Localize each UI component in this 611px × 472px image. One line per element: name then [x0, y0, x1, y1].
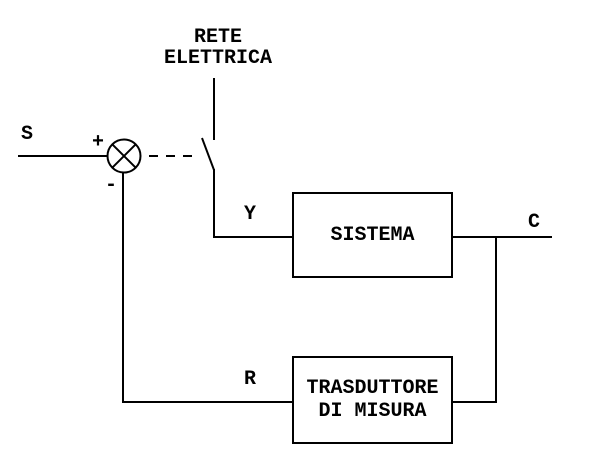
- system-block: SISTEMA: [292, 192, 453, 278]
- switch-lower-wire: [213, 169, 215, 238]
- feedback-horizontal-wire: [122, 401, 294, 403]
- feedback-vertical-wire: [122, 172, 124, 403]
- output-signal-label: C: [528, 211, 541, 234]
- plus-sign-label: +: [92, 131, 105, 154]
- summing-junction-cross-icon: [111, 143, 137, 169]
- system-input-wire: [213, 236, 294, 238]
- switch-upper-wire: [213, 78, 215, 140]
- summing-junction-icon: [106, 138, 142, 174]
- system-block-label: SISTEMA: [330, 223, 415, 247]
- transducer-block-label: TRASDUTTORE DI MISURA: [306, 377, 439, 423]
- summing-junction-cross-icon: [111, 143, 137, 169]
- output-wire: [452, 236, 552, 238]
- input-signal-label: S: [21, 123, 34, 146]
- switch-output-label: Y: [244, 203, 257, 226]
- output-branch-wire: [495, 237, 497, 403]
- network-label: RETE ELETTRICA: [163, 26, 273, 70]
- transducer-input-wire: [452, 401, 497, 403]
- minus-sign-label: -: [105, 174, 118, 197]
- feedback-signal-label: R: [244, 368, 257, 391]
- input-wire: [18, 155, 108, 157]
- transducer-block: TRASDUTTORE DI MISURA: [292, 356, 453, 444]
- switch-blade-icon: [201, 137, 215, 171]
